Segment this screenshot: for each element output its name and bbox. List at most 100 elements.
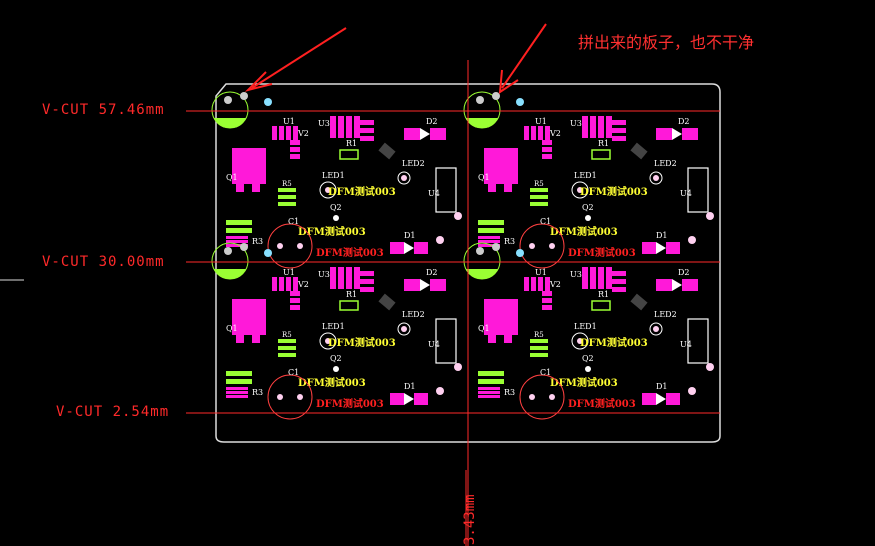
silk: [226, 228, 252, 233]
designator-u4: U4: [428, 340, 440, 349]
pad: [606, 116, 612, 138]
pad: [360, 120, 374, 125]
pad: [549, 394, 555, 400]
designator-v2: V2: [297, 280, 309, 289]
designator-q2: Q2: [330, 203, 342, 212]
pad: [226, 236, 248, 239]
designator-led2: LED2: [654, 310, 677, 319]
designator-d2: D2: [426, 268, 438, 277]
designator-u1: U1: [283, 268, 295, 277]
pad: [606, 267, 612, 289]
designator-led1: LED1: [322, 171, 345, 180]
silk: [478, 228, 504, 233]
via: [476, 247, 484, 255]
pad: [542, 140, 552, 145]
resistor-r1: [591, 149, 611, 160]
q1-pad: [232, 148, 266, 184]
designator-u1: U1: [283, 117, 295, 126]
pad: [293, 126, 298, 140]
diode-symbol: [672, 128, 682, 140]
silk: [226, 220, 252, 225]
pad: [360, 279, 374, 284]
pad: [478, 244, 500, 247]
pad: [297, 394, 303, 400]
pad: [226, 240, 248, 243]
pad: [293, 277, 298, 291]
silk: [278, 353, 296, 357]
designator-d1: D1: [656, 231, 668, 240]
led1-outline: [571, 332, 589, 350]
pad: [436, 387, 444, 395]
pad: [297, 243, 303, 249]
component: [630, 293, 648, 311]
silk: [278, 188, 296, 192]
pad: [226, 387, 248, 390]
u4-outline: [435, 167, 457, 213]
designator-d2: D2: [678, 268, 690, 277]
pad: [226, 244, 248, 247]
pad: [666, 393, 680, 405]
annotation-text: 拼出来的板子，也不干净: [578, 33, 755, 52]
diode-symbol: [672, 279, 682, 291]
diode-symbol: [404, 242, 414, 254]
dfm-text-yellow: DFM测试003: [580, 185, 648, 198]
vcut-lines: [186, 60, 720, 546]
via-ring: [397, 322, 411, 336]
pad: [504, 335, 512, 343]
designator-r1: R1: [598, 139, 609, 148]
pad: [346, 116, 352, 138]
via: [224, 96, 232, 104]
designator-c1: C1: [288, 217, 299, 226]
vertical-cut-label: 3.43mm: [462, 494, 478, 545]
dfm-text-yellow: DFM测试003: [580, 336, 648, 349]
component: [378, 293, 396, 311]
via: [240, 92, 248, 100]
pad: [330, 116, 336, 138]
pad: [436, 236, 444, 244]
pad: [642, 393, 656, 405]
pad: [538, 126, 543, 140]
resistor-r1: [591, 300, 611, 311]
dfm-text-yellow: DFM测试003: [328, 336, 396, 349]
pad: [542, 147, 552, 152]
designator-u1: U1: [535, 268, 547, 277]
designator-d1: D1: [404, 231, 416, 240]
pad: [414, 393, 428, 405]
pad: [333, 366, 339, 372]
annotation-arrows: [244, 23, 547, 94]
via: [492, 243, 500, 251]
pad: [653, 326, 659, 332]
silk: [478, 220, 504, 225]
designator-d2: D2: [426, 117, 438, 126]
pad: [590, 116, 596, 138]
designator-r3: R3: [252, 388, 263, 397]
pad: [290, 305, 300, 310]
pad: [290, 154, 300, 159]
pad: [488, 184, 496, 192]
via: [476, 96, 484, 104]
via: [240, 243, 248, 251]
pad: [478, 391, 500, 394]
pad: [531, 126, 536, 140]
q1-pad: [232, 299, 266, 335]
pad: [706, 212, 714, 220]
pad: [454, 212, 462, 220]
silk: [478, 379, 504, 384]
u4-outline: [687, 167, 709, 213]
designator-r1: R1: [598, 290, 609, 299]
hole: [264, 98, 272, 106]
designator-c1: C1: [288, 368, 299, 377]
pad: [582, 267, 588, 289]
pad: [279, 277, 284, 291]
pad: [252, 184, 260, 192]
led1-outline: [319, 181, 337, 199]
pad: [277, 394, 283, 400]
designator-q2: Q2: [582, 354, 594, 363]
pad: [488, 335, 496, 343]
